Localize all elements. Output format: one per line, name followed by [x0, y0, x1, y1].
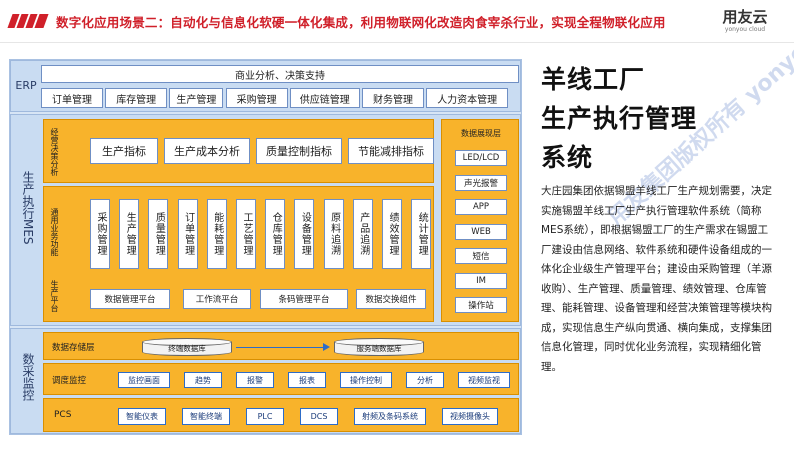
display-item: LED/LCD: [455, 150, 507, 166]
indicator-item: 生产指标: [90, 138, 158, 164]
function-item: 生产管理: [119, 199, 140, 269]
mes-label: 生产执行MES: [21, 171, 35, 245]
storage-layer: 数据存储层 终端数据库 服务端数据库: [43, 332, 519, 360]
display-item: WEB: [455, 223, 507, 240]
monitor-item: 监控画面: [118, 372, 170, 388]
monitor-item: 趋势: [184, 372, 222, 388]
erp-module-item: 库存管理: [105, 88, 168, 108]
indicator-item: 节能减排指标: [348, 138, 434, 164]
function-item: 原料追溯: [323, 199, 344, 269]
display-layer-title: 数据展现层: [461, 129, 501, 138]
monitor-item: 操作控制: [340, 372, 392, 388]
platform-item: 条码管理平台: [260, 289, 348, 309]
erp-module-item: 供应链管理: [289, 88, 360, 108]
indicator-item: 质量控制指标: [256, 138, 342, 164]
platform-label: 生产平台: [50, 280, 59, 312]
page-title: 数字化应用场景二：自动化与信息化软硬一体化集成，利用物联网化改造肉食宰杀行业，实…: [56, 15, 666, 30]
mes-section: 生产执行MES 经营决策分析 生产指标生产成本分析质量控制指标节能减排指标 通用…: [10, 114, 521, 326]
erp-module-item: 人力资本管理: [426, 88, 509, 108]
header-bar: 数字化应用场景二：自动化与信息化软硬一体化集成，利用物联网化改造肉食宰杀行业，实…: [0, 0, 794, 44]
erp-module-item: 订单管理: [41, 88, 103, 108]
pcs-item: 视频摄像头: [442, 408, 498, 425]
header-divider: [0, 42, 794, 43]
monitor-item: 视频监视: [458, 372, 510, 388]
erp-module-item: 财务管理: [362, 88, 424, 108]
data-collection-section: 数采监控 数据存储层 终端数据库 服务端数据库 调度监控 监控画面趋势报警报表操…: [10, 328, 521, 434]
decision-area: 经营决策分析 生产指标生产成本分析质量控制指标节能减排指标: [43, 119, 434, 183]
display-item: IM: [455, 272, 507, 289]
display-item: 操作站: [455, 297, 507, 313]
function-item: 能耗管理: [206, 199, 227, 269]
business-label: 通用业务功能: [50, 208, 59, 256]
pcs-label: PCS: [54, 410, 72, 420]
storage-arrow-head-icon: [323, 343, 330, 351]
data-collection-label: 数采监控: [21, 353, 35, 401]
platform-item: 数据管理平台: [90, 289, 170, 309]
yonyou-logo: 用友云 yonyou cloud: [722, 8, 768, 33]
erp-module-item: 生产管理: [169, 88, 224, 108]
pcs-item: 智能终端: [182, 408, 230, 425]
system-title-line-3: 系统: [541, 143, 594, 172]
decision-label: 经营决策分析: [50, 128, 59, 176]
function-item: 统计管理: [411, 199, 432, 269]
erp-top-bar: 商业分析、决策支持: [41, 65, 519, 83]
monitor-item: 报表: [288, 372, 326, 388]
erp-module-item: 采购管理: [225, 88, 288, 108]
function-item: 产品追溯: [352, 199, 373, 269]
terminal-db-icon: 终端数据库: [142, 338, 232, 356]
platform-item: 数据交换组件: [356, 289, 426, 309]
function-item: 设备管理: [294, 199, 315, 269]
system-title-line-1: 羊线工厂: [541, 65, 646, 94]
function-item: 工艺管理: [236, 199, 256, 269]
pcs-item: 智能仪表: [118, 408, 166, 425]
function-item: 绩效管理: [382, 199, 402, 269]
header-stripes-icon: [6, 14, 50, 28]
function-item: 质量管理: [148, 199, 169, 269]
storage-arrow: [236, 347, 324, 348]
architecture-diagram: ERP 商业分析、决策支持 订单管理库存管理生产管理采购管理供应链管理财务管理人…: [9, 59, 522, 435]
server-db-icon: 服务端数据库: [334, 338, 424, 356]
function-item: 仓库管理: [265, 199, 286, 269]
monitor-label: 调度监控: [52, 376, 87, 386]
pcs-item: DCS: [300, 408, 338, 425]
pcs-item: 射频及条码系统: [354, 408, 426, 425]
function-item: 订单管理: [177, 199, 198, 269]
platform-item: 工作流平台: [183, 289, 251, 309]
monitor-item: 报警: [236, 372, 274, 388]
indicator-item: 生产成本分析: [164, 138, 250, 164]
display-item: APP: [455, 199, 507, 215]
server-db-label: 服务端数据库: [356, 344, 402, 353]
terminal-db-label: 终端数据库: [168, 344, 206, 353]
erp-label: ERP: [15, 79, 37, 92]
monitor-item: 分析: [406, 372, 444, 388]
storage-label: 数据存储层: [52, 343, 95, 353]
business-area: 通用业务功能 采购管理生产管理质量管理订单管理能耗管理工艺管理仓库管理设备管理原…: [43, 186, 434, 322]
display-item: 声光报警: [455, 174, 507, 191]
erp-section: ERP 商业分析、决策支持 订单管理库存管理生产管理采购管理供应链管理财务管理人…: [10, 60, 521, 112]
monitor-layer: 调度监控 监控画面趋势报警报表操作控制分析视频监视: [43, 363, 519, 395]
display-layer: 数据展现层 LED/LCD 声光报警 APP WEB 短信 IM 操作站: [441, 119, 519, 322]
system-description: 大庄园集团依据锡盟羊线工厂生产规划需要，决定实施锡盟羊线工厂生产执行管理软件系统…: [541, 185, 772, 373]
pcs-item: PLC: [246, 408, 284, 425]
function-item: 采购管理: [90, 199, 110, 269]
display-item: 短信: [455, 248, 507, 264]
pcs-layer: PCS 智能仪表智能终端 PLC DCS 射频及条码系统视频摄像头: [43, 398, 519, 432]
system-title-line-2: 生产执行管理: [541, 104, 698, 133]
